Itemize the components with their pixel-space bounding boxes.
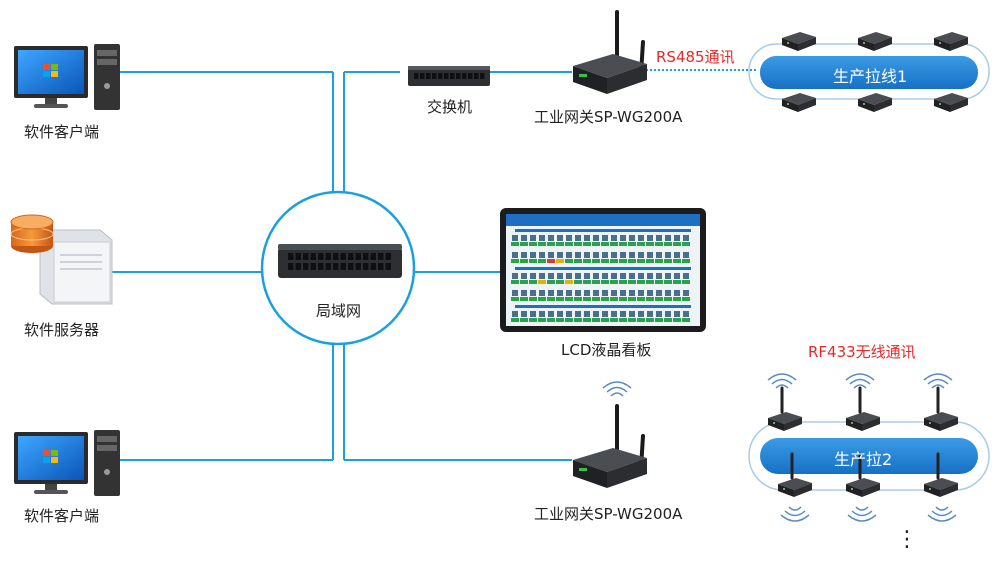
gateway-bottom-label: 工业网关SP-WG200A [534, 505, 683, 523]
production-line-1[interactable] [748, 32, 990, 112]
industrial-gateway-bottom[interactable] [573, 381, 647, 488]
switch-label: 交换机 [427, 98, 473, 116]
production-line-2[interactable] [748, 373, 990, 522]
lcd-label: LCD液晶看板 [561, 341, 652, 359]
database-server-icon[interactable] [10, 214, 113, 305]
line2-label: 生产拉2 [834, 450, 893, 469]
client-bottom-label: 软件客户端 [24, 507, 100, 525]
industrial-gateway-top[interactable] [573, 10, 647, 94]
more-icon: ⋮ [896, 527, 918, 552]
client-computer-bottom[interactable] [14, 430, 120, 496]
client-top-label: 软件客户端 [24, 123, 100, 141]
client-computer-top[interactable] [14, 44, 120, 110]
line1-label: 生产拉线1 [833, 67, 908, 86]
switch-device[interactable] [408, 66, 490, 86]
gateway-top-label: 工业网关SP-WG200A [534, 108, 683, 126]
connection-lines [100, 69, 756, 461]
rf433-label: RF433无线通讯 [808, 343, 916, 361]
network-switch-icon [278, 244, 402, 278]
wireless-signal-icon [602, 381, 632, 397]
lan-label: 局域网 [316, 302, 362, 320]
rs485-label: RS485通讯 [656, 48, 735, 66]
lcd-board-icon[interactable] [500, 208, 706, 332]
server-label: 软件服务器 [24, 321, 100, 339]
lan-hub[interactable] [260, 190, 416, 346]
